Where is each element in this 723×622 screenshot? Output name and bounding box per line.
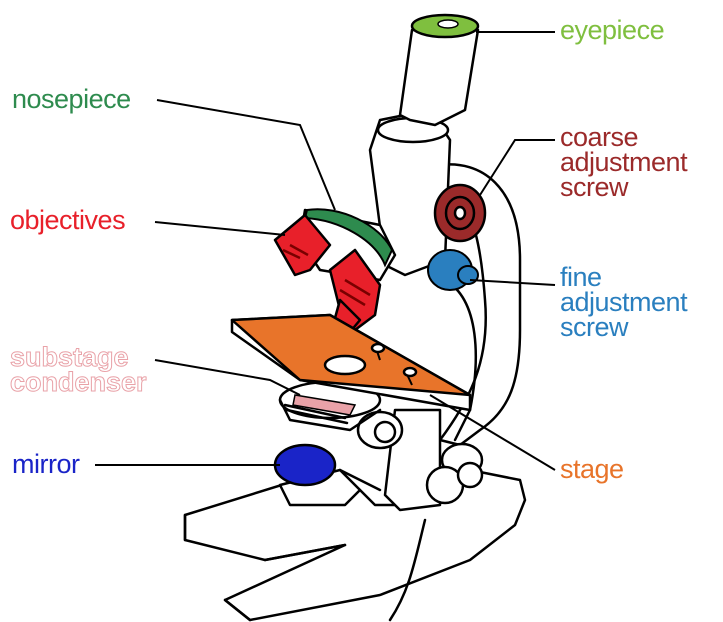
label-nosepiece-text: nosepiece xyxy=(12,87,131,112)
label-fine-adjustment-screw: fine adjustment screw xyxy=(560,265,687,340)
label-stage: stage xyxy=(560,457,624,482)
objectives-leader xyxy=(155,222,285,235)
eyepiece-tube xyxy=(400,30,478,125)
label-substage-condenser: substage condenser xyxy=(10,345,147,395)
mirror-disc xyxy=(275,445,335,485)
nosepiece-leader xyxy=(157,100,335,210)
label-stage-text: stage xyxy=(560,457,624,482)
label-condenser-line2: condenser xyxy=(10,370,147,395)
label-objectives: objectives xyxy=(10,208,125,233)
label-mirror-text: mirror xyxy=(12,452,79,477)
label-objectives-text: objectives xyxy=(10,208,125,233)
label-eyepiece-text: eyepiece xyxy=(560,18,664,43)
label-eyepiece: eyepiece xyxy=(560,18,664,43)
label-nosepiece: nosepiece xyxy=(12,87,131,112)
label-coarse-line3: screw xyxy=(560,175,687,200)
label-coarse-adjustment-screw: coarse adjustment screw xyxy=(560,125,687,200)
label-fine-line3: screw xyxy=(560,315,687,340)
label-mirror: mirror xyxy=(12,452,79,477)
fine-adjustment-knob xyxy=(428,250,478,290)
coarse-adjustment-knob xyxy=(435,185,485,241)
